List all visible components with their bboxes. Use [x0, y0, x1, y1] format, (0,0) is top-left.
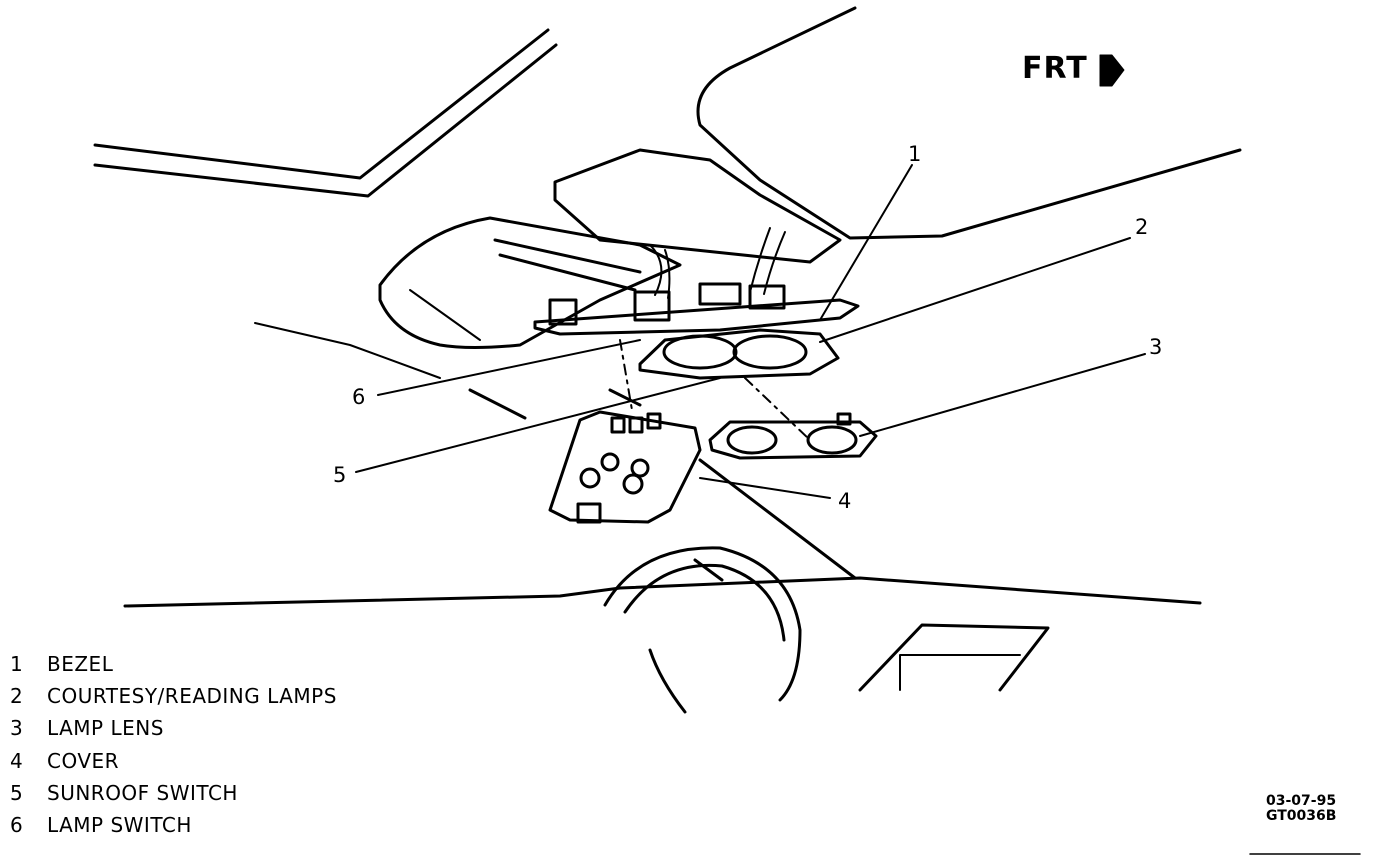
legend-label: COVER — [47, 748, 120, 773]
figure-reference: 03-07-95 GT0036B — [1266, 794, 1336, 824]
legend-label: LAMP LENS — [47, 716, 164, 741]
legend-label: COURTESY/READING LAMPS — [47, 684, 337, 709]
legend-item: 1 BEZEL — [10, 648, 337, 680]
legend-label: SUNROOF SWITCH — [47, 780, 238, 805]
front-direction-label: FRT — [1022, 51, 1088, 86]
legend-item: 5 SUNROOF SWITCH — [10, 777, 337, 809]
callout-2: 2 — [1135, 215, 1149, 239]
figure-date: 03-07-95 — [1266, 793, 1337, 809]
callout-4: 4 — [838, 489, 852, 513]
legend-number: 4 — [10, 748, 24, 773]
parts-legend: 1 BEZEL 2 COURTESY/READING LAMPS 3 LAMP LEN… — [10, 648, 337, 841]
legend-item: 6 LAMP SWITCH — [10, 809, 337, 841]
legend-number: 6 — [10, 813, 24, 838]
callout-1: 1 — [908, 142, 922, 166]
legend-item: 2 COURTESY/READING LAMPS — [10, 680, 337, 712]
legend-number: 1 — [10, 652, 24, 677]
legend-label: BEZEL — [47, 652, 114, 677]
callout-5: 5 — [333, 463, 347, 487]
figure-code: GT0036B — [1266, 808, 1337, 824]
legend-number: 2 — [10, 684, 24, 709]
legend-label: LAMP SWITCH — [47, 813, 192, 838]
callout-6: 6 — [352, 385, 366, 409]
legend-item: 4 COVER — [10, 745, 337, 777]
legend-item: 3 LAMP LENS — [10, 712, 337, 744]
legend-number: 3 — [10, 716, 24, 741]
callout-3: 3 — [1149, 335, 1163, 359]
legend-number: 5 — [10, 780, 24, 805]
